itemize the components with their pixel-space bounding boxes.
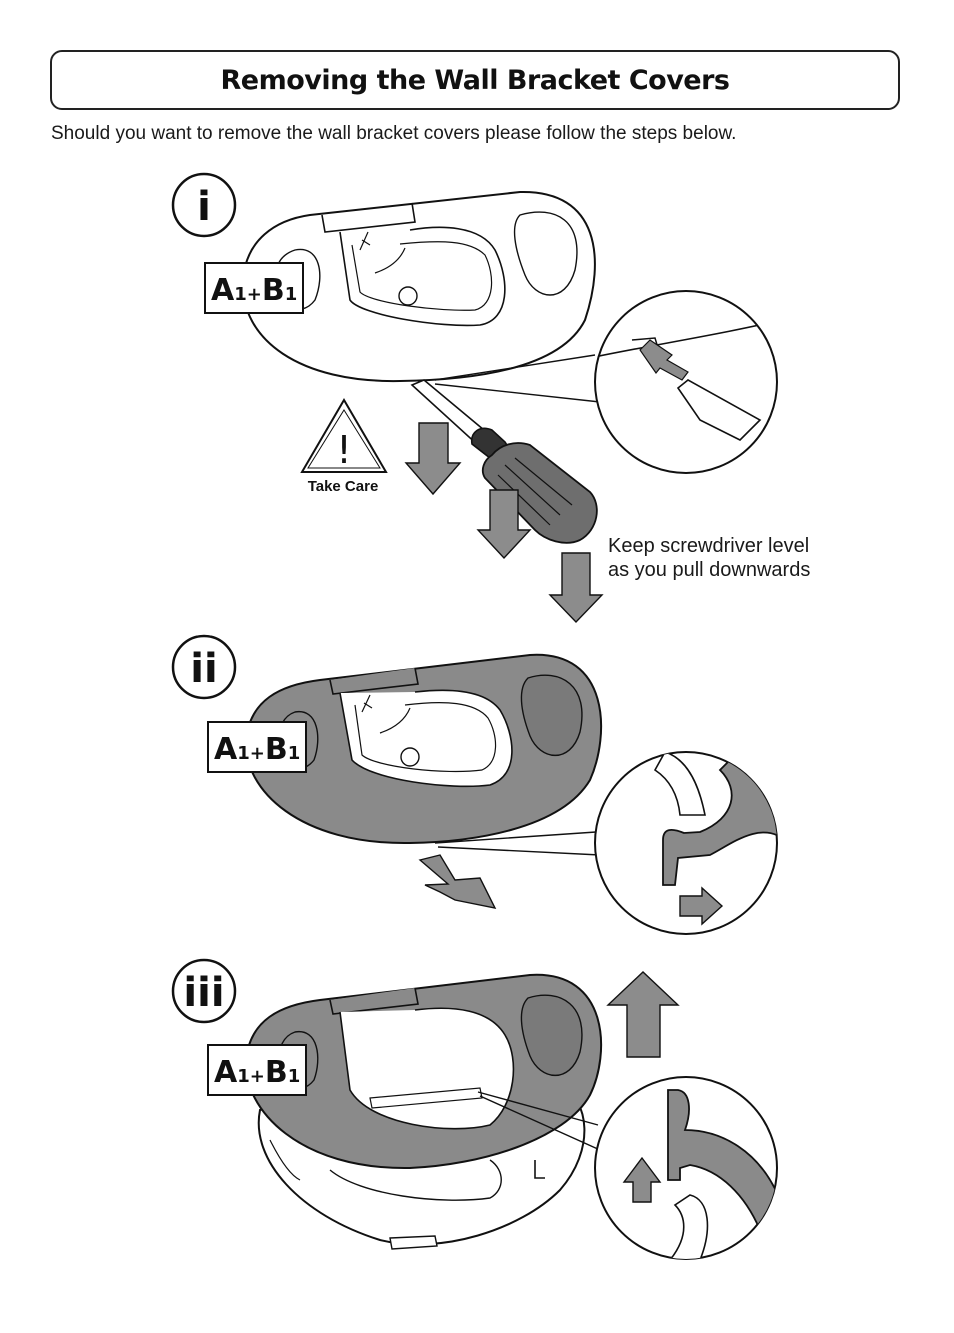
instruction-line-1: Keep screwdriver level bbox=[608, 535, 809, 557]
arrow-down-right-icon bbox=[418, 854, 497, 909]
arrow-down-icon bbox=[404, 422, 462, 496]
svg-text:A1+B1: A1+B1 bbox=[214, 732, 300, 767]
svg-text:A1+B1: A1+B1 bbox=[211, 273, 297, 308]
step-2-badge bbox=[171, 634, 237, 700]
step-3: iii A1+B1 bbox=[171, 958, 778, 1260]
part-label-box-3 bbox=[207, 1044, 307, 1096]
part-label-a: A bbox=[211, 273, 235, 308]
part-label-b: B bbox=[262, 273, 285, 308]
step-3-number: iii bbox=[183, 970, 224, 1016]
step-2: ii A1+B1 bbox=[171, 634, 778, 935]
instruction-line-2: as you pull downwards bbox=[608, 559, 810, 581]
step-3-badge bbox=[171, 958, 237, 1024]
detail-zoom-1 bbox=[594, 290, 778, 474]
screwdriver-icon bbox=[410, 379, 598, 544]
part-label-box-2 bbox=[207, 721, 307, 773]
arrow-down-icon-2 bbox=[476, 489, 532, 560]
warning-label: Take Care bbox=[308, 478, 379, 495]
title-box: Removing the Wall Bracket Covers bbox=[50, 50, 900, 110]
arrow-up-icon bbox=[606, 971, 680, 1058]
step-1-number: i bbox=[197, 184, 211, 230]
svg-text:A1+B1: A1+B1 bbox=[214, 1055, 300, 1090]
arrow-right-icon bbox=[679, 886, 724, 926]
detail-zoom-2 bbox=[594, 751, 778, 935]
arrow-down-icon-3 bbox=[548, 552, 604, 624]
page-title: Removing the Wall Bracket Covers bbox=[220, 64, 730, 96]
step-1-badge bbox=[171, 172, 237, 238]
arrow-up-small-icon bbox=[622, 1156, 662, 1203]
warning-icon: ! bbox=[300, 398, 388, 473]
arrow-up-left-icon bbox=[639, 339, 689, 381]
step-1: i A1+B1 bbox=[171, 172, 810, 624]
part-label-box-1 bbox=[204, 262, 304, 314]
intro-text: Should you want to remove the wall brack… bbox=[51, 123, 737, 144]
detail-zoom-3 bbox=[594, 1076, 778, 1260]
step-2-number: ii bbox=[190, 646, 217, 692]
warning-symbol: ! bbox=[336, 428, 351, 472]
